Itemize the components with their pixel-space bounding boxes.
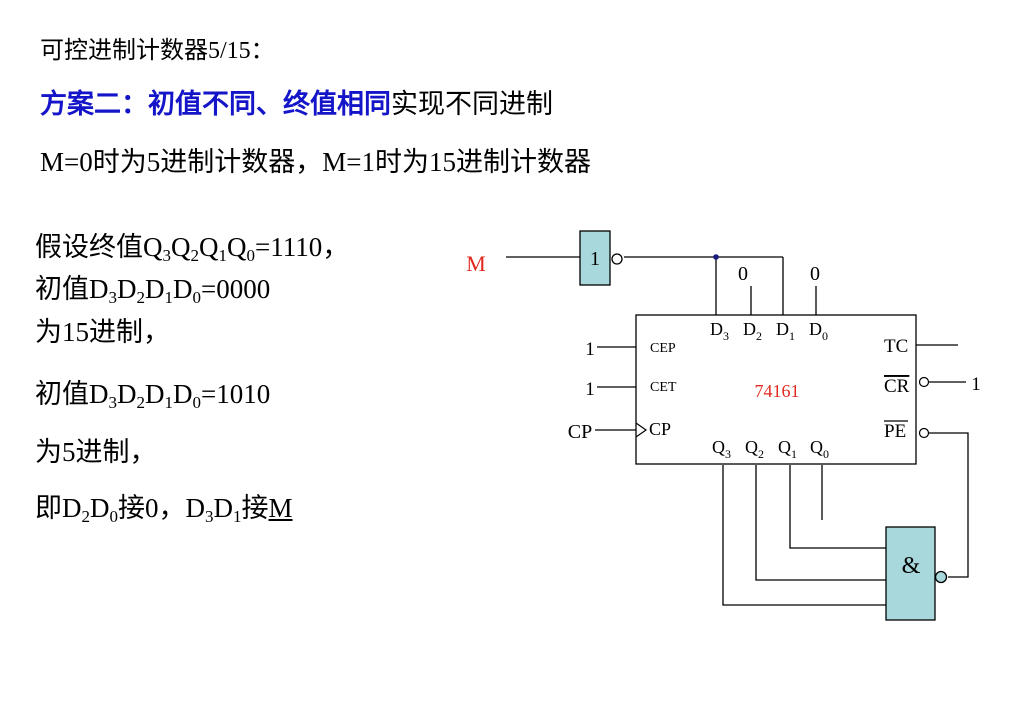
subscript: 3 [108,393,118,412]
cet-input-label: 1 [585,379,595,400]
explain-line-5: 为5进制， [35,437,157,467]
pin-cep: CEP [650,341,676,356]
page-title: 可控进制计数器5/15： [40,38,275,64]
text: D [173,274,193,304]
text: Q [171,232,191,262]
subscript: 2 [136,393,146,412]
explain-line-4: 初值D3D2D1D0=1010 [35,372,270,411]
text: =0000 [201,274,271,304]
d2-const-label: 0 [738,263,748,285]
chip-name: 74161 [755,381,800,401]
chip-74161 [635,314,917,465]
explain-line-2: 初值D3D2D1D0=0000 [35,267,270,306]
junction-dot [713,254,719,260]
subscript: 2 [81,507,91,526]
pin-q1: Q1 [778,437,797,461]
explain-line-3: 为15进制， [35,317,170,347]
pin-tc: TC [884,336,908,357]
subscript: 0 [246,246,256,265]
text-m-underlined: M [268,493,293,523]
pe-bubble [918,427,930,439]
text: D [117,274,137,304]
text: 初值D [35,274,109,304]
not-gate-label: 1 [590,248,600,270]
text: Q [199,232,219,262]
explain-line-6: 即D2D0接0，D3D1接M [35,486,293,525]
scheme-label: 方案二：初值不同、终值相同 [40,89,391,119]
and-gate-label: & [902,553,921,579]
pin-d1: D1 [776,319,795,343]
d0-const-label: 0 [810,263,820,285]
subscript: 3 [162,246,172,265]
text: =1110， [255,232,350,262]
subscript: 1 [164,393,174,412]
text: D [145,379,165,409]
pin-q0: Q0 [810,437,829,461]
wire-q2 [755,465,886,581]
pin-q2: Q2 [745,437,764,461]
subscript: 2 [190,246,200,265]
subscript: 0 [192,288,202,307]
and-gate-bubble [934,570,948,584]
and-gate [885,526,936,621]
pin-cr: CR [884,376,910,397]
text: 假设终值Q [35,232,163,262]
subscript: 1 [233,507,242,526]
not-gate [579,230,611,286]
text: D [173,379,193,409]
d-pin-labels: D3 D2 D1 D0 [710,319,828,343]
m-input-label: M [466,251,486,276]
text: Q [227,232,247,262]
cr-bubble [918,376,930,388]
clock-triangle [635,422,648,438]
subscript: 1 [218,246,228,265]
text: 接 [241,493,269,523]
pin-cet: CET [650,380,677,395]
wire-q1 [789,465,886,549]
pin-d3: D3 [710,319,729,343]
text: 接0，D [118,493,205,523]
pin-cp: CP [649,419,671,439]
condition-line: M=0时为5进制计数器，M=1时为15进制计数器 [40,147,591,177]
scheme-rest: 实现不同进制 [391,89,553,119]
text: D [213,493,234,523]
pin-d0: D0 [809,319,828,343]
subscript: 0 [109,507,119,526]
text: 即D [35,493,82,523]
text: D [90,493,110,523]
not-gate-bubble [611,253,623,265]
subscript: 1 [164,288,174,307]
cep-input-label: 1 [585,339,595,360]
text: 初值D [35,379,109,409]
subscript: 2 [136,288,146,307]
scheme-line: 方案二：初值不同、终值相同实现不同进制 [40,82,553,121]
subscript: 3 [108,288,118,307]
wire-pe-feedback [929,432,969,578]
pin-pe: PE [884,421,906,442]
cp-input-label: CP [568,421,592,443]
wire-q3 [722,465,886,606]
subscript: 0 [192,393,202,412]
pin-d2: D2 [743,319,762,343]
subscript: 3 [205,507,214,526]
wires [506,256,969,606]
q-pin-labels: Q3 Q2 Q1 Q0 [712,437,829,461]
text: D [117,379,137,409]
explain-line-1: 假设终值Q3Q2Q1Q0=1110， [35,225,349,264]
text: D [145,274,165,304]
cr-input-label: 1 [971,374,981,395]
text: =1010 [201,379,271,409]
pin-q3: Q3 [712,437,731,461]
